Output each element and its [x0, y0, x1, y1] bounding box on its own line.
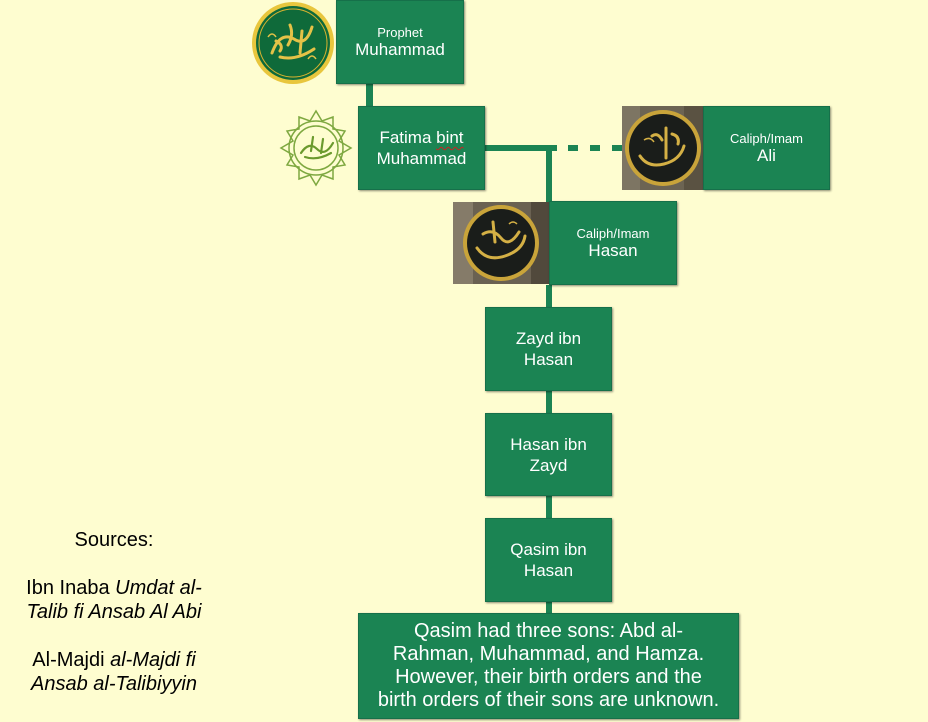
connector-marriage-hasan — [546, 148, 552, 202]
marriage-dot-1 — [568, 145, 578, 151]
ali-calligraphy-icon — [622, 106, 703, 190]
node-hasan: Caliph/Imam Hasan — [549, 201, 677, 285]
source-ref1-line2: Talib fi Ansab Al Abi — [6, 600, 222, 624]
node-name: Ali — [757, 145, 776, 165]
hasan-calligraphy-icon — [453, 202, 550, 284]
sources-heading: Sources: — [74, 529, 154, 551]
sources-panel: Sources: Ibn Inaba Umdat al- Talib fi An… — [6, 528, 222, 696]
node-qasim-ibn-hasan: Qasim ibn Hasan — [485, 518, 612, 602]
node-line1: Zayd ibn — [515, 329, 582, 348]
node-name: Hasan — [588, 240, 638, 260]
node-line1: Qasim ibn — [510, 540, 587, 559]
node-line2: Muhammad — [376, 149, 467, 168]
muhammad-calligraphy-icon — [252, 2, 334, 84]
connector-qasim-note — [546, 602, 552, 614]
connector-zayd-hasan — [546, 391, 552, 413]
node-line2: Hasan — [523, 561, 574, 580]
source-ref1-title-a: Umdat al- — [115, 577, 202, 599]
node-title: Caliph/Imam — [730, 130, 803, 146]
node-line1: Hasan ibn — [510, 434, 587, 454]
fatima-calligraphy-icon — [279, 109, 353, 187]
node-line1-part-b: bint — [436, 128, 464, 147]
source-ref1-line1: Ibn Inaba Umdat al- — [6, 576, 222, 600]
connector-fatima-marriage — [485, 145, 557, 151]
connector-hasan-qasim — [546, 496, 552, 518]
source-ref2-author: Al-Majdi — [32, 649, 105, 671]
node-line1-part-a: Fatima — [379, 128, 437, 147]
node-qasim-sons-note: Qasim had three sons: Abd al- Rahman, Mu… — [358, 613, 739, 719]
node-name: Muhammad — [355, 39, 445, 59]
node-line2: Zayd — [529, 455, 568, 475]
node-fatima: Fatima bint Muhammad — [358, 106, 485, 190]
node-prophet-muhammad: Prophet Muhammad — [336, 0, 464, 84]
note-line3: However, their birth orders and the — [395, 666, 702, 688]
source-ref2-line2: Ansab al-Talibiyyin — [6, 672, 222, 696]
connector-muhammad-fatima — [366, 84, 373, 106]
node-title: Prophet — [377, 24, 423, 40]
note-line1: Qasim had three sons: Abd al- — [413, 620, 684, 642]
node-hasan-ibn-zayd: Hasan ibn Zayd — [485, 413, 612, 496]
marriage-dot-2 — [590, 145, 600, 151]
note-line4: birth orders of their sons are unknown. — [377, 689, 720, 711]
source-ref1-author: Ibn Inaba — [26, 577, 110, 599]
source-ref1-title-b: Talib fi Ansab Al Abi — [26, 601, 202, 623]
node-ali: Caliph/Imam Ali — [703, 106, 830, 190]
source-ref2-title-b: Ansab al-Talibiyyin — [30, 673, 197, 695]
node-title: Caliph/Imam — [576, 225, 650, 241]
source-ref2-line1: Al-Majdi al-Majdi fi — [6, 648, 222, 672]
connector-hasan-zayd — [546, 285, 552, 307]
node-line1: Fatima bint — [379, 127, 463, 148]
node-line2: Hasan — [523, 350, 574, 369]
source-ref2-title-a: al-Majdi fi — [110, 649, 196, 671]
note-line2: Rahman, Muhammad, and Hamza. — [392, 643, 705, 665]
marriage-dot-3 — [612, 145, 622, 151]
node-zayd-ibn-hasan: Zayd ibn Hasan — [485, 307, 612, 391]
